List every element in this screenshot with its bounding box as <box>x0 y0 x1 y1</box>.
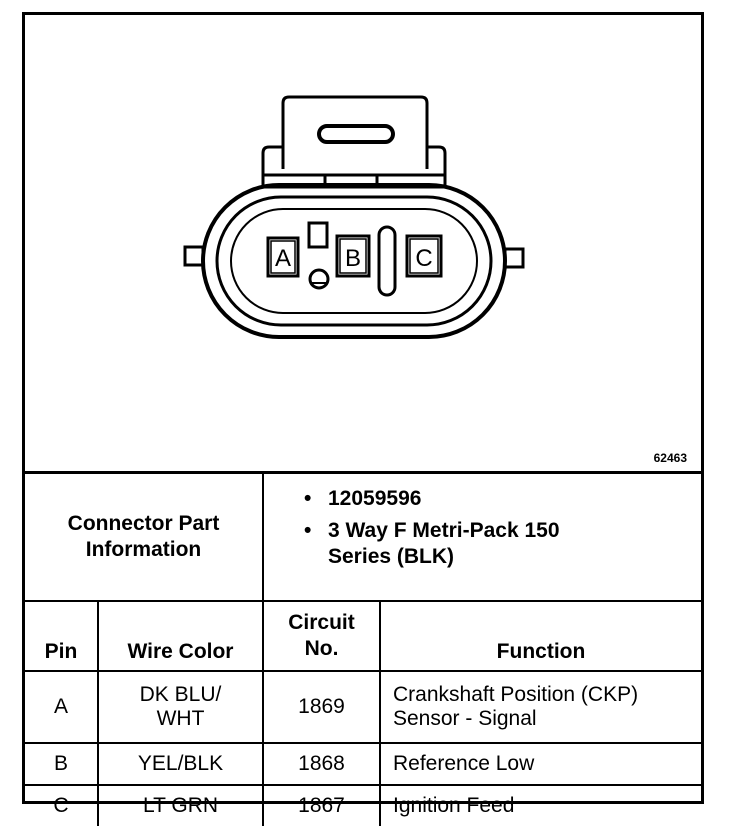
pin-cell: A <box>25 670 99 744</box>
part-info-label-line1: Connector Part <box>67 512 220 535</box>
part-number: 12059596 <box>304 486 701 512</box>
connector-diagram: A B C 62463 <box>25 15 701 474</box>
function-cell: Ignition Feed <box>379 784 701 826</box>
connector-description-line1: 3 Way F Metri-Pack 150 <box>328 519 560 542</box>
wire-color-cell: YEL/BLK <box>97 742 264 786</box>
connector-face-drawing: A B C <box>183 95 525 339</box>
part-info-label: Connector Part Information <box>25 474 264 602</box>
circuit-cell: 1867 <box>262 784 381 826</box>
part-info-list: 12059596 3 Way F Metri-Pack 150 Series (… <box>262 474 701 602</box>
function-line1: Crankshaft Position (CKP) <box>393 683 639 706</box>
document-frame: A B C 62463 Connector Part Information 1… <box>22 12 704 826</box>
header-wire-color: Wire Color <box>97 600 264 672</box>
pin-cell: B <box>25 742 99 786</box>
table-row: B YEL/BLK 1868 Reference Low <box>25 742 701 786</box>
wire-color-cell: DK BLU/ WHT <box>97 670 264 744</box>
header-function: Function <box>379 600 701 672</box>
circuit-cell: 1869 <box>262 670 381 744</box>
function-cell: Crankshaft Position (CKP) Sensor - Signa… <box>379 670 701 744</box>
pin-labels: A B C <box>275 245 433 272</box>
pin-cell: C <box>25 784 99 826</box>
part-info-label-line2: Information <box>85 538 202 561</box>
header-pin: Pin <box>25 600 99 672</box>
header-circuit-line1: Circuit <box>288 611 355 634</box>
wire-color-cell: LT GRN <box>97 784 264 826</box>
table-row: A DK BLU/ WHT 1869 Crankshaft Position (… <box>25 670 701 744</box>
pin-label-b: B <box>345 245 361 272</box>
header-circuit-line2: No. <box>304 637 339 660</box>
header-circuit: Circuit No. <box>262 600 381 672</box>
function-cell: Reference Low <box>379 742 701 786</box>
connector-description: 3 Way F Metri-Pack 150 Series (BLK) <box>304 518 701 570</box>
table-header-row: Pin Wire Color Circuit No. Function <box>25 600 701 672</box>
part-info-row: Connector Part Information 12059596 3 Wa… <box>25 474 701 602</box>
table-row: C LT GRN 1867 Ignition Feed <box>25 784 701 826</box>
wire-color-line2: WHT <box>156 707 205 730</box>
connector-table: Connector Part Information 12059596 3 Wa… <box>25 474 701 826</box>
figure-number: 62463 <box>653 451 687 465</box>
circuit-cell: 1868 <box>262 742 381 786</box>
connector-description-line2: Series (BLK) <box>328 545 455 568</box>
pin-label-c: C <box>415 245 432 272</box>
function-line2: Sensor - Signal <box>393 707 537 730</box>
wire-color-line1: DK BLU/ <box>139 683 222 706</box>
pin-label-a: A <box>275 245 291 272</box>
